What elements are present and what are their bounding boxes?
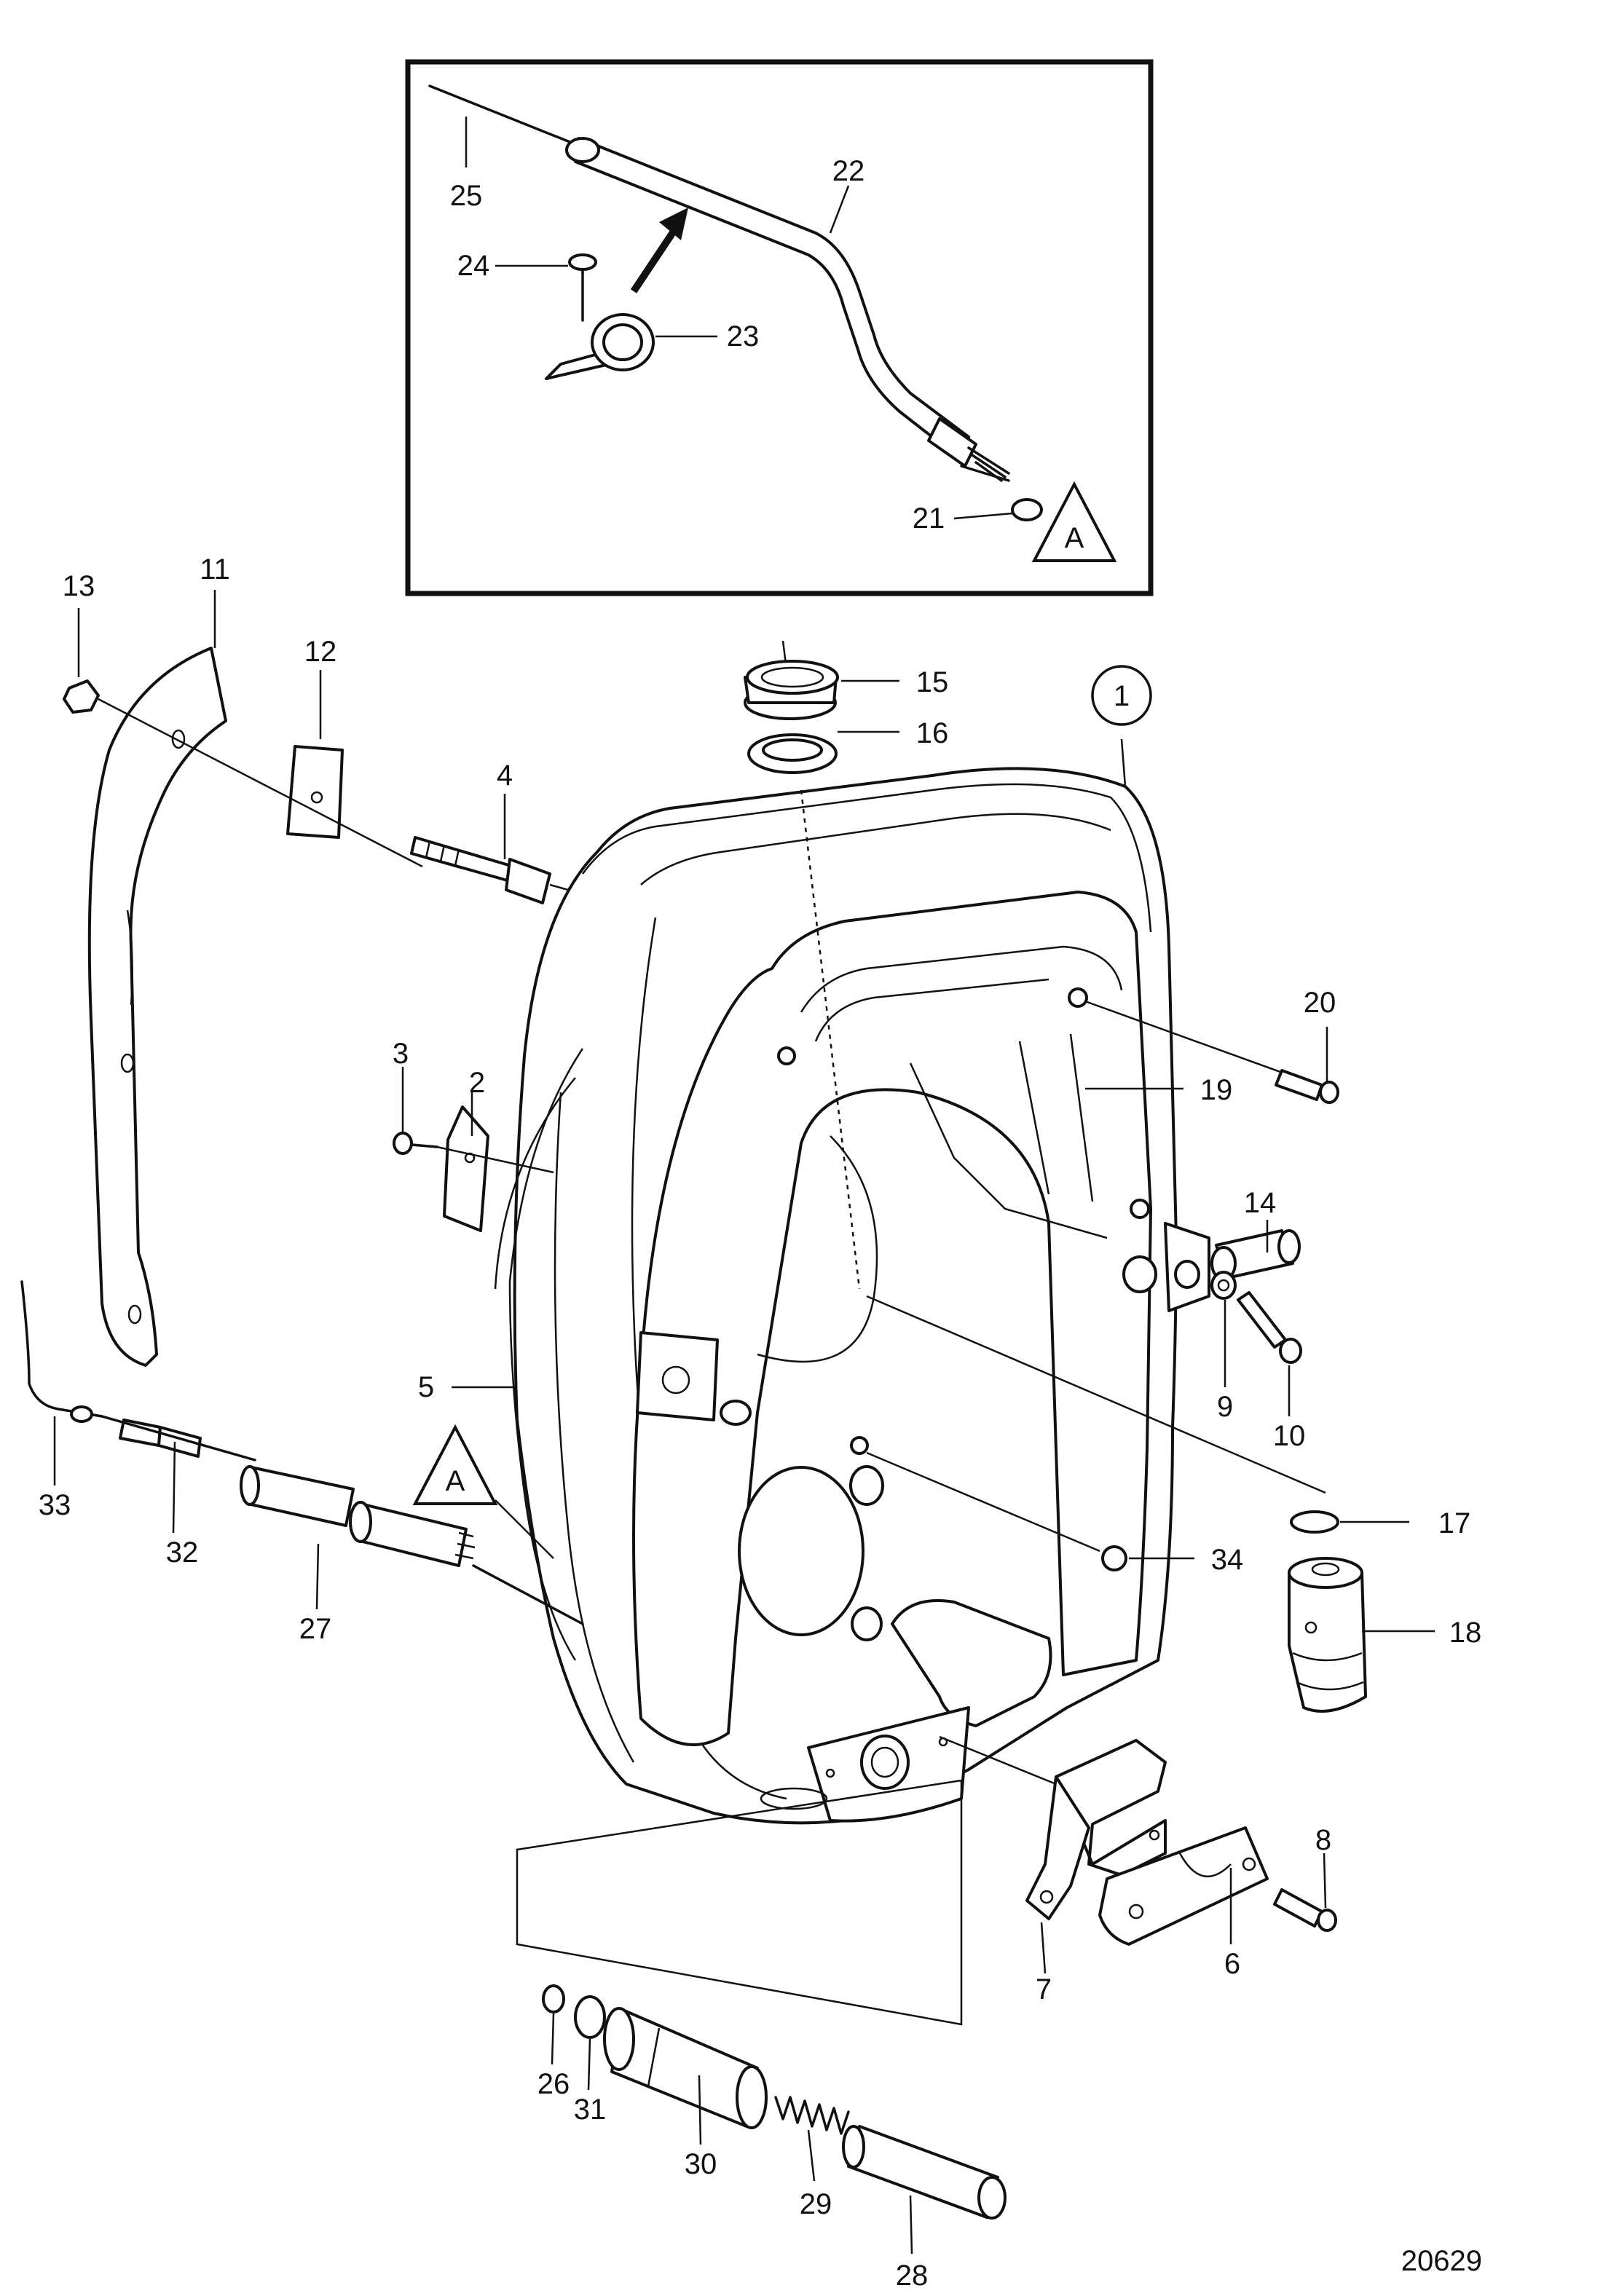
label-24: 24 — [457, 250, 490, 282]
figure-number: 20629 — [1401, 2245, 1482, 2277]
part-14-pin — [1210, 1229, 1301, 1281]
label-17: 17 — [1438, 1507, 1471, 1539]
part-18-valve — [1288, 1557, 1367, 1713]
label-3: 3 — [393, 1038, 409, 1070]
part-16-seal — [747, 733, 838, 774]
label-12: 12 — [304, 636, 337, 668]
label-34: 34 — [1211, 1544, 1244, 1576]
label-33: 33 — [39, 1489, 71, 1521]
label-8: 8 — [1315, 1824, 1331, 1856]
label-4: 4 — [497, 760, 513, 792]
part-21-o-ring — [1011, 498, 1043, 521]
label-20: 20 — [1304, 987, 1336, 1019]
part-1-housing — [494, 767, 1210, 1825]
part-2-plate — [443, 1105, 489, 1232]
label-1: 1 — [1114, 680, 1130, 712]
label-23: 23 — [727, 320, 760, 352]
leader-lines — [53, 590, 1435, 2254]
part-25-wire — [428, 84, 580, 147]
part-9-washer — [1174, 1260, 1237, 1300]
part-22-tube — [565, 137, 1010, 482]
label-6: 6 — [1224, 1948, 1240, 1980]
arrow-head-icon — [659, 208, 688, 240]
part-26-clip — [542, 1984, 565, 2013]
label-5: 5 — [418, 1371, 434, 1403]
inset-detail: A 25 22 24 23 21 — [405, 59, 1154, 596]
label-31: 31 — [574, 2094, 607, 2126]
label-25: 25 — [450, 180, 483, 212]
inset-frame — [405, 59, 1154, 596]
label-28: 28 — [896, 2260, 929, 2292]
label-13: 13 — [63, 570, 95, 602]
main-warning-symbol: A — [446, 1465, 465, 1497]
part-labels: 1 2 3 4 5 6 7 8 9 10 11 12 13 14 15 16 1… — [39, 553, 1482, 2292]
label-14: 14 — [1244, 1187, 1277, 1219]
part-17-o-ring — [1290, 1510, 1339, 1534]
part-31-o-ring — [574, 1995, 606, 2039]
label-11: 11 — [200, 553, 230, 585]
label-19: 19 — [1200, 1074, 1233, 1106]
part-10-screw — [1237, 1291, 1302, 1364]
label-29: 29 — [800, 2188, 832, 2220]
part-3-screw — [393, 1132, 438, 1155]
part-12-plate — [286, 745, 344, 839]
label-30: 30 — [685, 2148, 717, 2180]
part-6-block — [1098, 1826, 1269, 1946]
label-1-circle — [1091, 665, 1152, 726]
part-27-housing — [240, 1465, 584, 1625]
part-30-sleeve — [603, 2007, 768, 2129]
part-33-cable — [20, 1280, 103, 1423]
label-21: 21 — [913, 502, 945, 534]
label-27: 27 — [299, 1613, 332, 1645]
label-9: 9 — [1217, 1391, 1233, 1423]
part-32-sleeve — [101, 1415, 256, 1461]
label-15: 15 — [916, 666, 949, 698]
main-warning-triangle: A — [412, 1424, 554, 1559]
part-8-screw — [1273, 1888, 1337, 1932]
assembly-arrow-icon — [630, 224, 681, 293]
label-2: 2 — [469, 1067, 485, 1099]
part-34-plug — [866, 1451, 1127, 1571]
label-26: 26 — [537, 2068, 570, 2100]
part-20-screw — [1084, 1000, 1339, 1104]
part-23-clamp — [545, 313, 655, 380]
label-16: 16 — [916, 717, 949, 749]
part-15-bushing — [744, 660, 839, 720]
part-29-spring — [774, 2096, 850, 2135]
label-10: 10 — [1273, 1420, 1306, 1452]
part-4-stud — [410, 836, 569, 904]
inset-warning-symbol: A — [1065, 522, 1084, 554]
part-28-pin — [842, 2125, 1007, 2220]
label-32: 32 — [166, 1536, 199, 1569]
label-7: 7 — [1036, 1973, 1052, 2005]
part-7-bracket — [939, 1735, 1167, 1920]
label-18: 18 — [1449, 1617, 1482, 1649]
part-24-screw — [568, 253, 597, 322]
inset-warning-triangle: A — [1031, 481, 1117, 562]
group-outline — [516, 1779, 963, 2026]
part-13-nut — [63, 679, 100, 714]
label-22: 22 — [832, 155, 865, 187]
part-11-plate — [87, 647, 227, 1367]
